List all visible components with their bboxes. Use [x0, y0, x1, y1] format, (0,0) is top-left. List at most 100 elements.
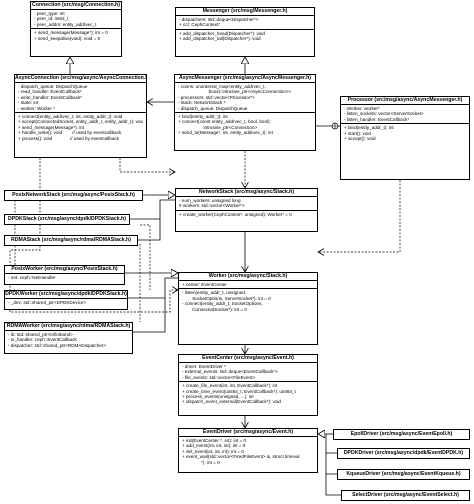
attribute-section: - driver: EventDriver * - external_event…: [179, 363, 317, 383]
class-epolldriver: EpollDriver (src/msg/async/EventEpoll.h): [333, 429, 470, 440]
class-title: Connection (src/msg/Connection.h): [31, 2, 121, 10]
method: - connect(entity_addr_t, SocketOptions,: [182, 301, 263, 307]
method: ConnectedSocket*): int = 0: [182, 306, 247, 312]
method-section: + bind(entity_addr_t): int + start(): vo…: [341, 124, 469, 142]
class-processor: Processor (src/msg/async/AsyncMessenger.…: [340, 96, 470, 180]
attribute: - write_handler: EventCallback*: [18, 94, 83, 100]
edge-dpdkworker-worker: [128, 277, 178, 299]
method: + del_event(int, int, int): int = 0: [182, 448, 244, 454]
attribute-section: - net: ceph::NetHandler: [5, 274, 124, 281]
edge-processor-worker: [318, 180, 401, 252]
class-posixworker: PosixWorker (src/msg/async/PosixStack.h)…: [4, 265, 125, 285]
method: + handle_write(): void // used by eventc…: [18, 130, 122, 136]
class-title: PosixNetworkStack (src/msg/async/PosixSt…: [12, 192, 135, 198]
attribute: - peer_addrs: entity_addrvec_t: [34, 21, 97, 27]
attribute: - peer_type: int: [34, 11, 65, 16]
class-rdmastack: RDMAStack (src/msg/async/rdma/RDMAStack.…: [4, 235, 138, 246]
attribute: - file_events: std::vector<FileEvent>: [182, 374, 256, 380]
attribute: - driver: EventDriver *: [182, 364, 226, 369]
class-asyncmessenger: AsyncMessenger (src/msg/async/AsyncMesse…: [174, 74, 316, 151]
attribute: - tx_handler: ceph::EventCallback: [8, 337, 77, 343]
class-title: EventDriver (src/msg/async/Event.h): [179, 429, 317, 437]
attribute: - worker: Worker *: [18, 105, 55, 111]
attribute: - external_events: std::deque<EventCallb…: [182, 369, 278, 375]
attribute: - read_handler: EventCallback*: [18, 89, 82, 95]
edge-asyncconnection-networkstack: [119, 158, 175, 172]
attribute: - dispatcher: std::shared_ptr<RDMADispat…: [8, 342, 107, 348]
method: + process(): void // used by eventcallba…: [18, 135, 119, 141]
method-section: + add_dispatcher_head(Dispatcher*): void…: [176, 30, 314, 43]
attribute: - stack: NetworkStack *: [178, 100, 226, 106]
method: + accept(): void: [344, 136, 376, 142]
class-selectdriver: SelectDriver (src/msg/async/EventSelect.…: [341, 490, 470, 501]
class-messenger: Messenger (src/msg/Messenger.h) - dispat…: [175, 7, 315, 57]
class-title: AsyncMessenger (src/msg/async/AsyncMesse…: [175, 75, 315, 83]
class-rdmaworker: RDMAWorker (src/msg/async/rdma/RDMAStack…: [4, 322, 133, 354]
attribute: - _dev: std::shared_ptr<DPDKDevice>: [8, 300, 87, 305]
class-connection: Connection (src/msg/Connection.h) - peer…: [30, 1, 122, 57]
attribute: # workers: std::vector<Worker*>: [179, 203, 245, 209]
method: + connect(const entity_addrvec_t, bool, …: [178, 119, 271, 125]
class-posixnetworkstack: PosixNetworkStack (src/msg/async/PosixSt…: [4, 190, 143, 201]
method: *): int = 0: [182, 459, 220, 465]
class-title: EpollDriver (src/msg/async/EventEpoll.h): [350, 431, 453, 437]
method: + connect(entity_addrvec_t, int, entity_…: [18, 114, 123, 120]
method: + add_dispatcher_tail(Dispatcher*): void: [179, 36, 261, 42]
method: + create_time_event(uint64_t, EventCallb…: [182, 388, 296, 394]
method: + bind(entity_addr_t): int: [178, 114, 228, 120]
method: + send_message(Message*): int = 0: [34, 30, 108, 36]
method: + start(): void: [344, 130, 371, 136]
class-worker: Worker (src/msg/async/Stack.h) + center:…: [178, 272, 318, 345]
attribute: - net: ceph::NetHandler: [8, 275, 56, 280]
attribute: - ib: std::shared_ptr<Infiniband>: [8, 332, 73, 337]
method: + accept(ConnectedSocket, entity_addr_t,…: [18, 119, 143, 125]
attribute: - num_workers: unsigned long: [179, 198, 241, 203]
class-networkstack: NetworkStack (src/msg/async/Stack.h) - n…: [175, 188, 318, 232]
method: + dispatch_event_external(EventCallback*…: [182, 399, 281, 405]
attribute-section: - conns: unordered_map<entity_addrvec_t,…: [175, 83, 315, 114]
class-dpdkstack: DPDKStack (src/msg/async/dpdk/DPDKStack.…: [4, 214, 130, 225]
class-dpdkworker: DPDKWorker (src/msg/async/dpdk/DPDKStack…: [4, 290, 128, 310]
attribute: - dispatch_queue: DispatchQueue: [178, 105, 248, 111]
method: + send_keepalive(void): void = 0: [34, 35, 101, 41]
class-kqueuedriver: KqueueDriver (src/msg/async/EventKqueue.…: [337, 469, 470, 480]
attribute: + cct: CephContext*: [179, 22, 220, 28]
class-asyncconnection: AsyncConnection (src/msg/async/AsyncConn…: [14, 74, 147, 158]
attribute: - peer_id: int64_t: [34, 16, 69, 22]
class-eventdriver: EventDriver (src/msg/async/Event.h) + in…: [178, 428, 318, 473]
edge-dpdkstack-networkstack: [130, 199, 175, 220]
attribute-section: - ib: std::shared_ptr<Infiniband> - tx_h…: [5, 331, 132, 349]
attribute-section: - dispatch_queue: DispatchQueue - read_h…: [15, 83, 146, 114]
class-title: PosixWorker (src/msg/async/PosixStack.h): [5, 266, 124, 274]
edge-rdmaworker-worker: [133, 298, 166, 333]
method-section: - listen(entity_addr_t, unsigned, Socket…: [179, 289, 317, 313]
class-eventcenter: EventCenter (src/msg/async/Event.h) - dr…: [178, 354, 318, 416]
attribute: - dispatchers: std::deque<Dispatcher*>: [179, 17, 259, 22]
attribute: - conns: unordered_map<entity_addrvec_t,: [178, 84, 266, 89]
method: SocketOptions, ServerSocket*): int = 0: [182, 295, 271, 301]
method-section: + bind(entity_addr_t): int + connect(con…: [175, 113, 315, 137]
method-section: + connect(entity_addrvec_t, int, entity_…: [15, 113, 146, 142]
method-section: + create_file_event(int, int, EventCallb…: [179, 382, 317, 406]
class-title: NetworkStack (src/msg/async/Stack.h): [176, 189, 317, 197]
method: + add_dispatcher_head(Dispatcher*): void: [179, 30, 265, 36]
method: + init(EventCenter *, int): int = 0: [182, 438, 247, 443]
method: intrusive_ptr<Connection>: [178, 124, 258, 130]
attribute-section: - _dev: std::shared_ptr<DPDKDevice>: [5, 299, 127, 306]
method: + bind(entity_addr_t): int: [344, 125, 394, 131]
attribute-section: + center: EventCenter: [179, 281, 317, 290]
method: + send_to(Message*, int, entity_addrvec_…: [178, 130, 273, 136]
method-section: + create_worker(CephContext*, unsigned):…: [176, 211, 317, 218]
class-title: DPDKDriver (src/msg/async/dpdk/EventDPDK…: [343, 450, 464, 456]
attribute: - listen_handler: EventCallback*: [344, 116, 410, 122]
method: - listen(entity_addr_t, unsigned,: [182, 290, 247, 296]
class-title: DPDKStack (src/msg/async/dpdk/DPDKStack.…: [8, 216, 126, 222]
attribute: - listen_sockets: vector<ServerSocket>: [344, 111, 424, 117]
class-title: Worker (src/msg/async/Stack.h): [179, 273, 317, 281]
attribute: - state: int: [18, 100, 39, 106]
class-title: KqueueDriver (src/msg/async/EventKqueue.…: [346, 471, 461, 477]
attribute-section: - num_workers: unsigned long # workers: …: [176, 197, 317, 211]
class-title: AsyncConnection (src/msg/async/AsyncConn…: [15, 75, 146, 83]
method-section: + send_message(Message*): int = 0 + send…: [31, 29, 121, 42]
